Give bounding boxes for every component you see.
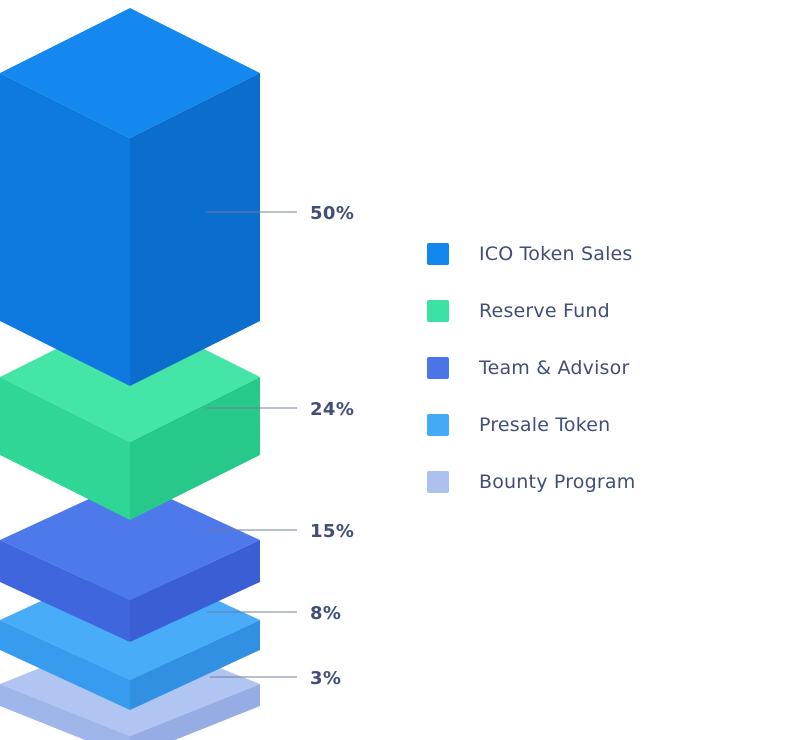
ico-token-sales-right-face <box>130 73 260 386</box>
team-advisor-top-face <box>0 480 260 600</box>
swatch-rect <box>427 470 449 493</box>
bounty-program-right-face <box>130 684 260 740</box>
legend-item-presale-token: Presale Token <box>427 412 635 437</box>
swatch-rect <box>427 299 449 322</box>
reserve-fund-right-face <box>130 377 260 520</box>
swatch-rect <box>427 242 449 265</box>
team-advisor-swatch-icon <box>427 356 449 379</box>
presale-token-right-face <box>130 620 260 710</box>
block-team-advisor <box>0 480 260 642</box>
legend-item-team-advisor: Team & Advisor <box>427 355 635 380</box>
legend-label-team-advisor: Team & Advisor <box>479 356 630 379</box>
bounty-program-left-face <box>0 684 130 740</box>
ico-token-sales-swatch-icon <box>427 242 449 265</box>
bounty-program-swatch-icon <box>427 470 449 493</box>
reserve-fund-swatch-icon <box>427 299 449 322</box>
legend-label-reserve-fund: Reserve Fund <box>479 299 610 322</box>
legend-label-ico-token-sales: ICO Token Sales <box>479 242 633 265</box>
presale-token-swatch-icon <box>427 413 449 436</box>
team-advisor-left-face <box>0 540 130 642</box>
legend-label-bounty-program: Bounty Program <box>479 470 636 493</box>
ico-token-sales-left-face <box>0 73 130 386</box>
reserve-fund-left-face <box>0 377 130 520</box>
presale-token-left-face <box>0 620 130 710</box>
block-ico-token-sales <box>0 8 260 386</box>
team-advisor-right-face <box>130 540 260 642</box>
ico-token-sales-top-face <box>0 8 260 138</box>
value-label-bounty-program: 3% <box>310 668 341 689</box>
legend-item-ico-token-sales: ICO Token Sales <box>427 241 635 266</box>
swatch-rect <box>427 413 449 436</box>
value-callouts: 50% 24% 15% 8% 3% <box>206 203 354 689</box>
value-label-presale-token: 8% <box>310 603 341 624</box>
value-label-ico-token-sales: 50% <box>310 203 354 224</box>
legend: ICO Token Sales Reserve Fund Team & Advi… <box>427 241 635 494</box>
value-label-reserve-fund: 24% <box>310 399 354 420</box>
value-label-team-advisor: 15% <box>310 521 354 542</box>
legend-label-presale-token: Presale Token <box>479 413 611 436</box>
legend-item-bounty-program: Bounty Program <box>427 469 635 494</box>
legend-item-reserve-fund: Reserve Fund <box>427 298 635 323</box>
swatch-rect <box>427 356 449 379</box>
